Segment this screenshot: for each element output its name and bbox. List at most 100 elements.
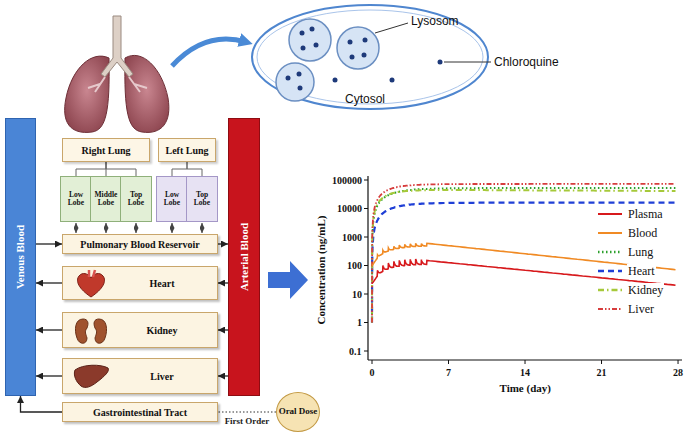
legend-label: Liver	[627, 302, 655, 317]
legend-sample	[598, 232, 622, 234]
callout-label: Lysosom	[411, 14, 459, 28]
connector	[106, 223, 107, 233]
drug-dot	[286, 76, 291, 81]
drug-dot	[298, 86, 303, 91]
trachea	[101, 16, 133, 77]
legend-sample	[598, 213, 622, 215]
axis-tick	[525, 360, 526, 364]
node-label: Middle Lobe	[91, 191, 121, 208]
tick-label: 1	[357, 317, 362, 328]
connector	[187, 162, 202, 176]
organ-icon	[73, 316, 109, 346]
connector	[218, 243, 228, 244]
lysosome	[289, 19, 331, 61]
organ-icon	[73, 362, 109, 392]
tick-label: 7	[446, 367, 451, 378]
connector	[21, 396, 63, 412]
connector	[36, 282, 62, 283]
cell-membrane	[252, 5, 488, 109]
node-label: Gastrointestinal Tract	[93, 407, 187, 418]
lysosome	[276, 63, 314, 101]
bronchi	[88, 77, 147, 92]
node-label: Kidney	[146, 325, 177, 336]
node-label: Arterial Blood	[238, 223, 250, 291]
arterial-bar: Arterial Blood	[228, 118, 260, 396]
node-label: Left Lung	[165, 145, 208, 156]
axis-tick	[448, 360, 449, 364]
right-lung-shape	[65, 56, 109, 132]
connector	[106, 162, 136, 176]
heart-icon	[78, 274, 105, 297]
legend-sample	[598, 270, 622, 273]
drug-dot	[300, 31, 305, 36]
axis-title: Concentration (ng/mL)	[314, 215, 326, 324]
cell-illustration	[252, 5, 491, 109]
axis-tick	[364, 208, 368, 209]
legend-sample	[598, 308, 622, 310]
lobe-box: Top Lobe	[186, 176, 218, 222]
legend-label: Heart	[627, 264, 656, 279]
organ-box: Liver	[62, 358, 218, 394]
kidney-icon	[94, 319, 107, 343]
drug-dot	[438, 60, 443, 65]
drug-dot	[363, 38, 368, 43]
lobe-box: Middle Lobe	[90, 176, 122, 222]
line-chart	[364, 176, 682, 364]
connector	[36, 375, 62, 376]
node-label: Low Lobe	[61, 191, 91, 208]
lobe-box: Low Lobe	[156, 176, 188, 222]
data-curve	[372, 184, 676, 323]
legend-sample	[598, 289, 622, 291]
connector	[76, 162, 106, 176]
tick-label: 10	[352, 289, 362, 300]
legend-sample	[598, 251, 622, 253]
connector	[136, 223, 137, 233]
connector	[218, 282, 228, 283]
data-curve	[372, 259, 676, 285]
drug-dot	[350, 55, 355, 60]
legend-label: Kidney	[627, 283, 664, 298]
tick-label: 100	[347, 260, 362, 271]
connector	[36, 243, 62, 244]
venous-bar: Venous Blood	[5, 118, 36, 396]
node-label: Oral Dose	[279, 407, 318, 417]
tick-label: 10000	[337, 203, 362, 214]
data-curve	[372, 203, 676, 323]
connector	[218, 375, 228, 376]
node-label: Right Lung	[81, 145, 130, 156]
edge-label: First Order	[225, 416, 270, 426]
drug-dot	[310, 27, 315, 32]
zoom-arrow	[172, 39, 246, 66]
tick-label: 1000	[342, 232, 362, 243]
data-curve	[372, 190, 676, 323]
connector	[76, 223, 77, 233]
tick-label: 0.1	[349, 346, 362, 357]
axis-tick	[601, 360, 602, 364]
connector	[172, 223, 173, 233]
tick-label: 14	[520, 367, 530, 378]
region-label: Cytosol	[345, 92, 385, 106]
drug-dot	[390, 78, 395, 83]
node-label: Low Lobe	[157, 191, 187, 208]
axis-tick	[364, 265, 368, 266]
data-curve	[372, 188, 676, 322]
lung-box: Right Lung	[62, 138, 150, 162]
drug-dot	[362, 53, 367, 58]
leader-line	[444, 62, 491, 63]
drug-dot	[314, 43, 319, 48]
heart-vessels	[89, 270, 95, 277]
legend-label: Blood	[627, 226, 658, 241]
axis-tick	[372, 360, 373, 364]
lobe-box: Top Lobe	[120, 176, 152, 222]
kidney-icon	[75, 319, 88, 343]
gi-box: Gastrointestinal Tract	[62, 402, 218, 422]
y-axis	[367, 176, 368, 360]
axis-tick	[364, 294, 368, 295]
lung-illustration	[65, 16, 169, 132]
drug-dot	[348, 40, 353, 45]
node-label: Venous Blood	[14, 225, 26, 289]
connector	[218, 329, 228, 330]
axis-tick	[364, 237, 368, 238]
legend-label: Plasma	[627, 207, 664, 222]
